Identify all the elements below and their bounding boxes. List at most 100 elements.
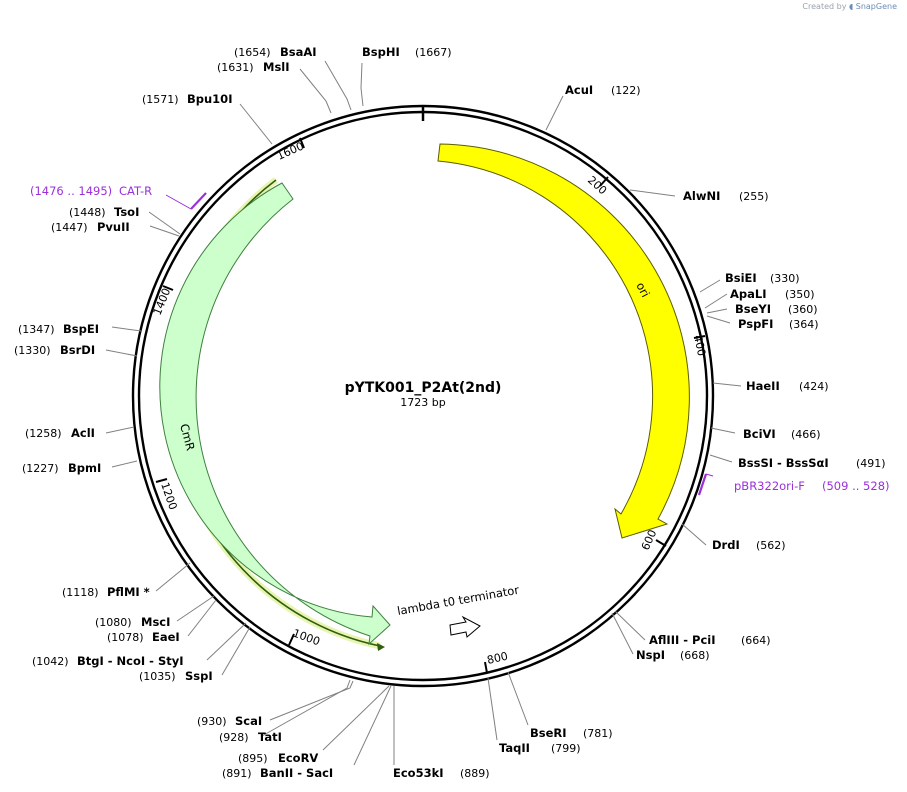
site-leader (221, 626, 251, 676)
site-bsphi-pos: (1667) (415, 46, 452, 59)
site-banii[interactable]: (891)BanII - SacI (222, 766, 333, 780)
site-tsoi-pos: (1448) (69, 206, 106, 219)
ori-feature-arrow[interactable] (437, 143, 690, 539)
site-pflmi[interactable]: (1118) PflMI * (62, 585, 150, 599)
site-bpmi[interactable]: (1227) BpmI (22, 461, 101, 475)
site-alwni-name: AlwNI (683, 189, 720, 203)
site-bsssi[interactable]: BssSI - BssSαI(491) (738, 456, 886, 470)
site-ecorv[interactable]: (895)EcoRV (238, 751, 318, 765)
site-bsphi[interactable]: BspHI (1667) (362, 45, 452, 59)
site-pvuii[interactable]: (1447)PvuII (51, 220, 130, 234)
site-btgi-pos: (1042) (32, 655, 69, 668)
site-eco53ki[interactable]: Eco53kI(889) (393, 766, 490, 780)
site-leader (105, 426, 135, 434)
lambda-t0-terminator-label: lambda t0 terminator (396, 583, 520, 618)
site-eco53ki-pos: (889) (460, 767, 490, 780)
site-banii-name: BanII - SacI (260, 766, 333, 780)
cmr-feature-arrow[interactable] (159, 182, 391, 646)
site-leader (611, 612, 634, 655)
site-acli[interactable]: (1258)AclI (25, 426, 95, 440)
tick-1400-mark (162, 285, 174, 291)
site-sspi-pos: (1035) (139, 670, 176, 683)
site-tati-name: TatI (258, 730, 282, 744)
site-drdi[interactable]: DrdI(562) (712, 538, 786, 552)
site-leader (706, 308, 728, 314)
site-bpu10i[interactable]: (1571)Bpu10I (142, 92, 232, 106)
tick-600-mark (655, 539, 667, 547)
site-sspi[interactable]: (1035)SspI (139, 669, 213, 683)
site-bsaai[interactable]: (1654)BsaAI (234, 45, 317, 59)
tick-1200-mark (155, 478, 168, 483)
site-scai[interactable]: (930)ScaI (197, 714, 262, 728)
site-tsoi[interactable]: (1448)TsoI (69, 205, 139, 219)
site-taqii[interactable]: TaqII(799) (499, 741, 581, 755)
site-btgi[interactable]: (1042)BtgI - NcoI - StyI (32, 654, 184, 668)
site-bseyi[interactable]: BseYI(360) (735, 302, 818, 316)
site-pflmi-name: PflMI * (107, 585, 150, 599)
site-leader (710, 427, 736, 434)
site-acui-pos: (122) (611, 84, 641, 97)
site-bsssi-pos: (491) (856, 457, 886, 470)
lambda-t0-terminator-arrow[interactable] (449, 615, 481, 638)
site-nspi[interactable]: NspI(668) (636, 648, 710, 662)
site-leader (155, 562, 191, 592)
site-haeii[interactable]: HaeII(424) (746, 379, 829, 393)
site-eaei[interactable]: (1078)EaeI (107, 630, 180, 644)
site-msli[interactable]: (1631)MslI (217, 60, 290, 74)
site-leader (299, 68, 332, 114)
site-leader (148, 211, 181, 235)
primer-cat-r[interactable]: (1476 .. 1495) CAT-R (30, 184, 152, 198)
primer-pbr322ori-f-leader (705, 473, 714, 477)
site-acli-pos: (1258) (25, 427, 62, 440)
primer-cat-r-name: CAT-R (119, 184, 152, 198)
site-leader (681, 523, 707, 546)
site-msci[interactable]: (1080)MscI (95, 615, 170, 629)
site-bseri[interactable]: BseRI(781) (530, 726, 613, 740)
site-bsrdi[interactable]: (1330)BsrDI (14, 343, 95, 357)
site-bspei[interactable]: (1347)BspEI (18, 322, 99, 336)
site-bpmi-pos: (1227) (22, 462, 59, 475)
site-bsaai-name: BsaAI (280, 45, 317, 59)
site-bpmi-name: BpmI (68, 461, 101, 475)
site-drdi-name: DrdI (712, 538, 740, 552)
site-afliii[interactable]: AflIII - PciI(664) (649, 633, 771, 647)
site-tati[interactable]: (928)TatI (219, 730, 282, 744)
branding-prefix: Created by (802, 2, 847, 11)
site-scai-pos: (930) (197, 715, 227, 728)
site-apali-name: ApaLI (730, 287, 767, 301)
site-leader (614, 610, 646, 641)
site-leader (353, 685, 392, 766)
site-acui[interactable]: AcuI(122) (565, 83, 641, 97)
tick-1400: 1400 (151, 286, 174, 317)
site-leader (360, 62, 364, 107)
primer-cat-r-leader (165, 194, 192, 210)
site-pspfi[interactable]: PspFI(364) (738, 317, 819, 331)
site-eaei-name: EaeI (152, 630, 180, 644)
tick-800-mark (484, 661, 488, 674)
primer-pbr322ori-f-mark (697, 473, 708, 496)
site-leader (545, 95, 564, 131)
site-nspi-name: NspI (636, 648, 665, 662)
tick-400-mark (693, 335, 706, 339)
site-bsphi-name: BspHI (362, 45, 400, 59)
site-bseri-pos: (781) (583, 727, 613, 740)
site-bcivi[interactable]: BciVI(466) (743, 427, 821, 441)
site-bspei-pos: (1347) (18, 323, 55, 336)
site-ecorv-pos: (895) (238, 752, 268, 765)
site-bsiei[interactable]: BsiEI(330) (725, 271, 800, 285)
site-pflmi-pos: (1118) (62, 586, 99, 599)
site-pspfi-pos: (364) (789, 318, 819, 331)
site-alwni[interactable]: AlwNI(255) (683, 189, 769, 203)
primer-pbr322ori-f[interactable]: pBR322ori-F (509 .. 528) (734, 479, 890, 493)
site-leader (176, 595, 215, 622)
site-leader (269, 680, 354, 721)
tick-400: 400 (691, 334, 708, 357)
site-leader (111, 460, 138, 468)
site-bpu10i-pos: (1571) (142, 93, 179, 106)
site-leader-lines (105, 60, 742, 766)
site-leader (712, 382, 742, 387)
site-bseyi-name: BseYI (735, 302, 771, 316)
site-bcivi-pos: (466) (791, 428, 821, 441)
site-apali[interactable]: ApaLI(350) (730, 287, 815, 301)
